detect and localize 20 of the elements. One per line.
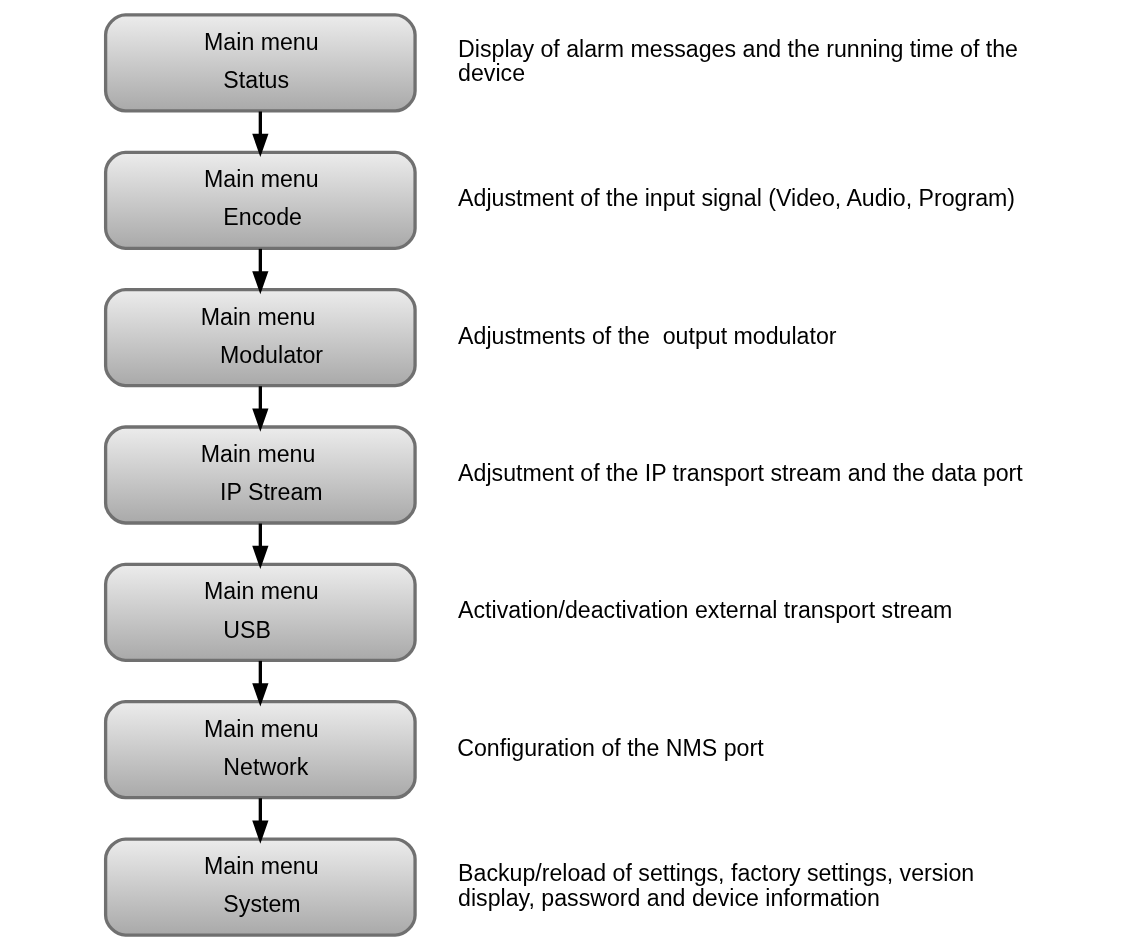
node-box: Main menu System	[103, 837, 417, 937]
node-label: Adjsutment of the IP transport stream and the data port	[457, 460, 1023, 487]
node-box: Main menu IP Stream	[103, 425, 417, 525]
node-label: Backup/reload of settings, factory settings, version display, password and device information	[457, 859, 974, 911]
arrow	[251, 798, 268, 844]
node-label: Adjustments of the output modulator	[457, 322, 837, 349]
node-box: Main menu Network	[103, 700, 417, 800]
node-box: Main menu Status	[103, 13, 417, 113]
node-label: Activation/deactivation external transport stream	[457, 597, 952, 624]
node-box: Main menu Modulator	[103, 288, 417, 388]
arrow	[251, 111, 268, 158]
node-box: Main menu Encode	[103, 150, 417, 250]
arrow	[251, 386, 268, 432]
arrow	[251, 248, 268, 295]
arrow	[251, 660, 268, 707]
arrow	[251, 523, 268, 570]
node-label: Display of alarm messages and the running time of the device	[457, 35, 1018, 87]
node-label: Configuration of the NMS port	[456, 734, 764, 761]
node-label: Adjustment of the input signal (Video, Audio, Program)	[457, 185, 1015, 212]
node-box: Main menu USB	[103, 562, 417, 662]
